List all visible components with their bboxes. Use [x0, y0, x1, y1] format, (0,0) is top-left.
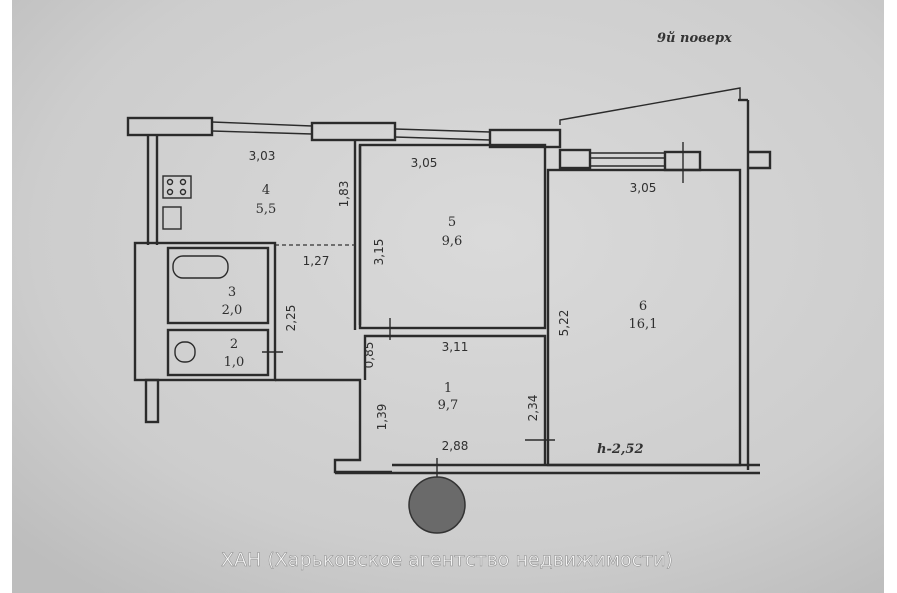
room-2-area: 1,0 — [224, 355, 245, 370]
room-5-area: 9,6 — [442, 234, 463, 249]
dim-kitchen-depth: 1,83 — [337, 181, 351, 208]
dim-room6-width: 3,05 — [630, 181, 657, 195]
room-1-number: 1 — [444, 381, 452, 396]
left-margin — [0, 0, 12, 593]
watermark: ХАН (Харьковское агентство недвижимости) — [221, 549, 673, 571]
room-3-number: 3 — [228, 285, 236, 300]
bathtub-icon — [172, 255, 229, 279]
dimension-labels: 3,03 1,83 3,05 3,15 3,05 5,22 1,27 2,25 … — [249, 149, 657, 457]
room-2-number: 2 — [230, 337, 238, 352]
ceiling-height: h-2,52 — [597, 442, 644, 457]
redacted-circle — [408, 476, 466, 534]
room-3-area: 2,0 — [222, 303, 243, 318]
dim-hall-width: 1,27 — [303, 254, 330, 268]
dim-room1-bottom: 2,88 — [442, 439, 469, 453]
walls — [126, 87, 772, 478]
right-margin — [884, 0, 897, 593]
dim-room5-width: 3,05 — [411, 156, 438, 170]
dim-room1-top: 3,11 — [442, 340, 469, 354]
room-4-number: 4 — [262, 183, 270, 198]
room-6-area: 16,1 — [629, 317, 658, 332]
dim-room5-depth: 3,15 — [372, 239, 386, 266]
balcony-outline — [559, 87, 741, 125]
room-4-area: 5,5 — [256, 202, 277, 217]
dim-entry-depth: 1,39 — [375, 404, 389, 431]
room-5-number: 5 — [448, 215, 456, 230]
room-1-area: 9,7 — [438, 398, 459, 413]
bathroom — [166, 246, 270, 325]
stove-icon — [162, 175, 192, 199]
dim-room1-depth: 2,34 — [526, 395, 540, 422]
dim-kitchen-width: 3,03 — [249, 149, 276, 163]
dim-hall-lower: 0,85 — [362, 342, 376, 369]
dim-room6-depth: 5,22 — [557, 310, 571, 337]
floor-label: 9й поверх — [657, 31, 732, 46]
sink-icon — [162, 206, 182, 230]
toilet-icon — [174, 341, 196, 363]
dim-hall-depth: 2,25 — [284, 305, 298, 332]
room-labels: 4 5,5 5 9,6 6 16,1 3 2,0 2 1,0 1 9,7 — [222, 183, 658, 413]
room-6-number: 6 — [639, 299, 647, 314]
